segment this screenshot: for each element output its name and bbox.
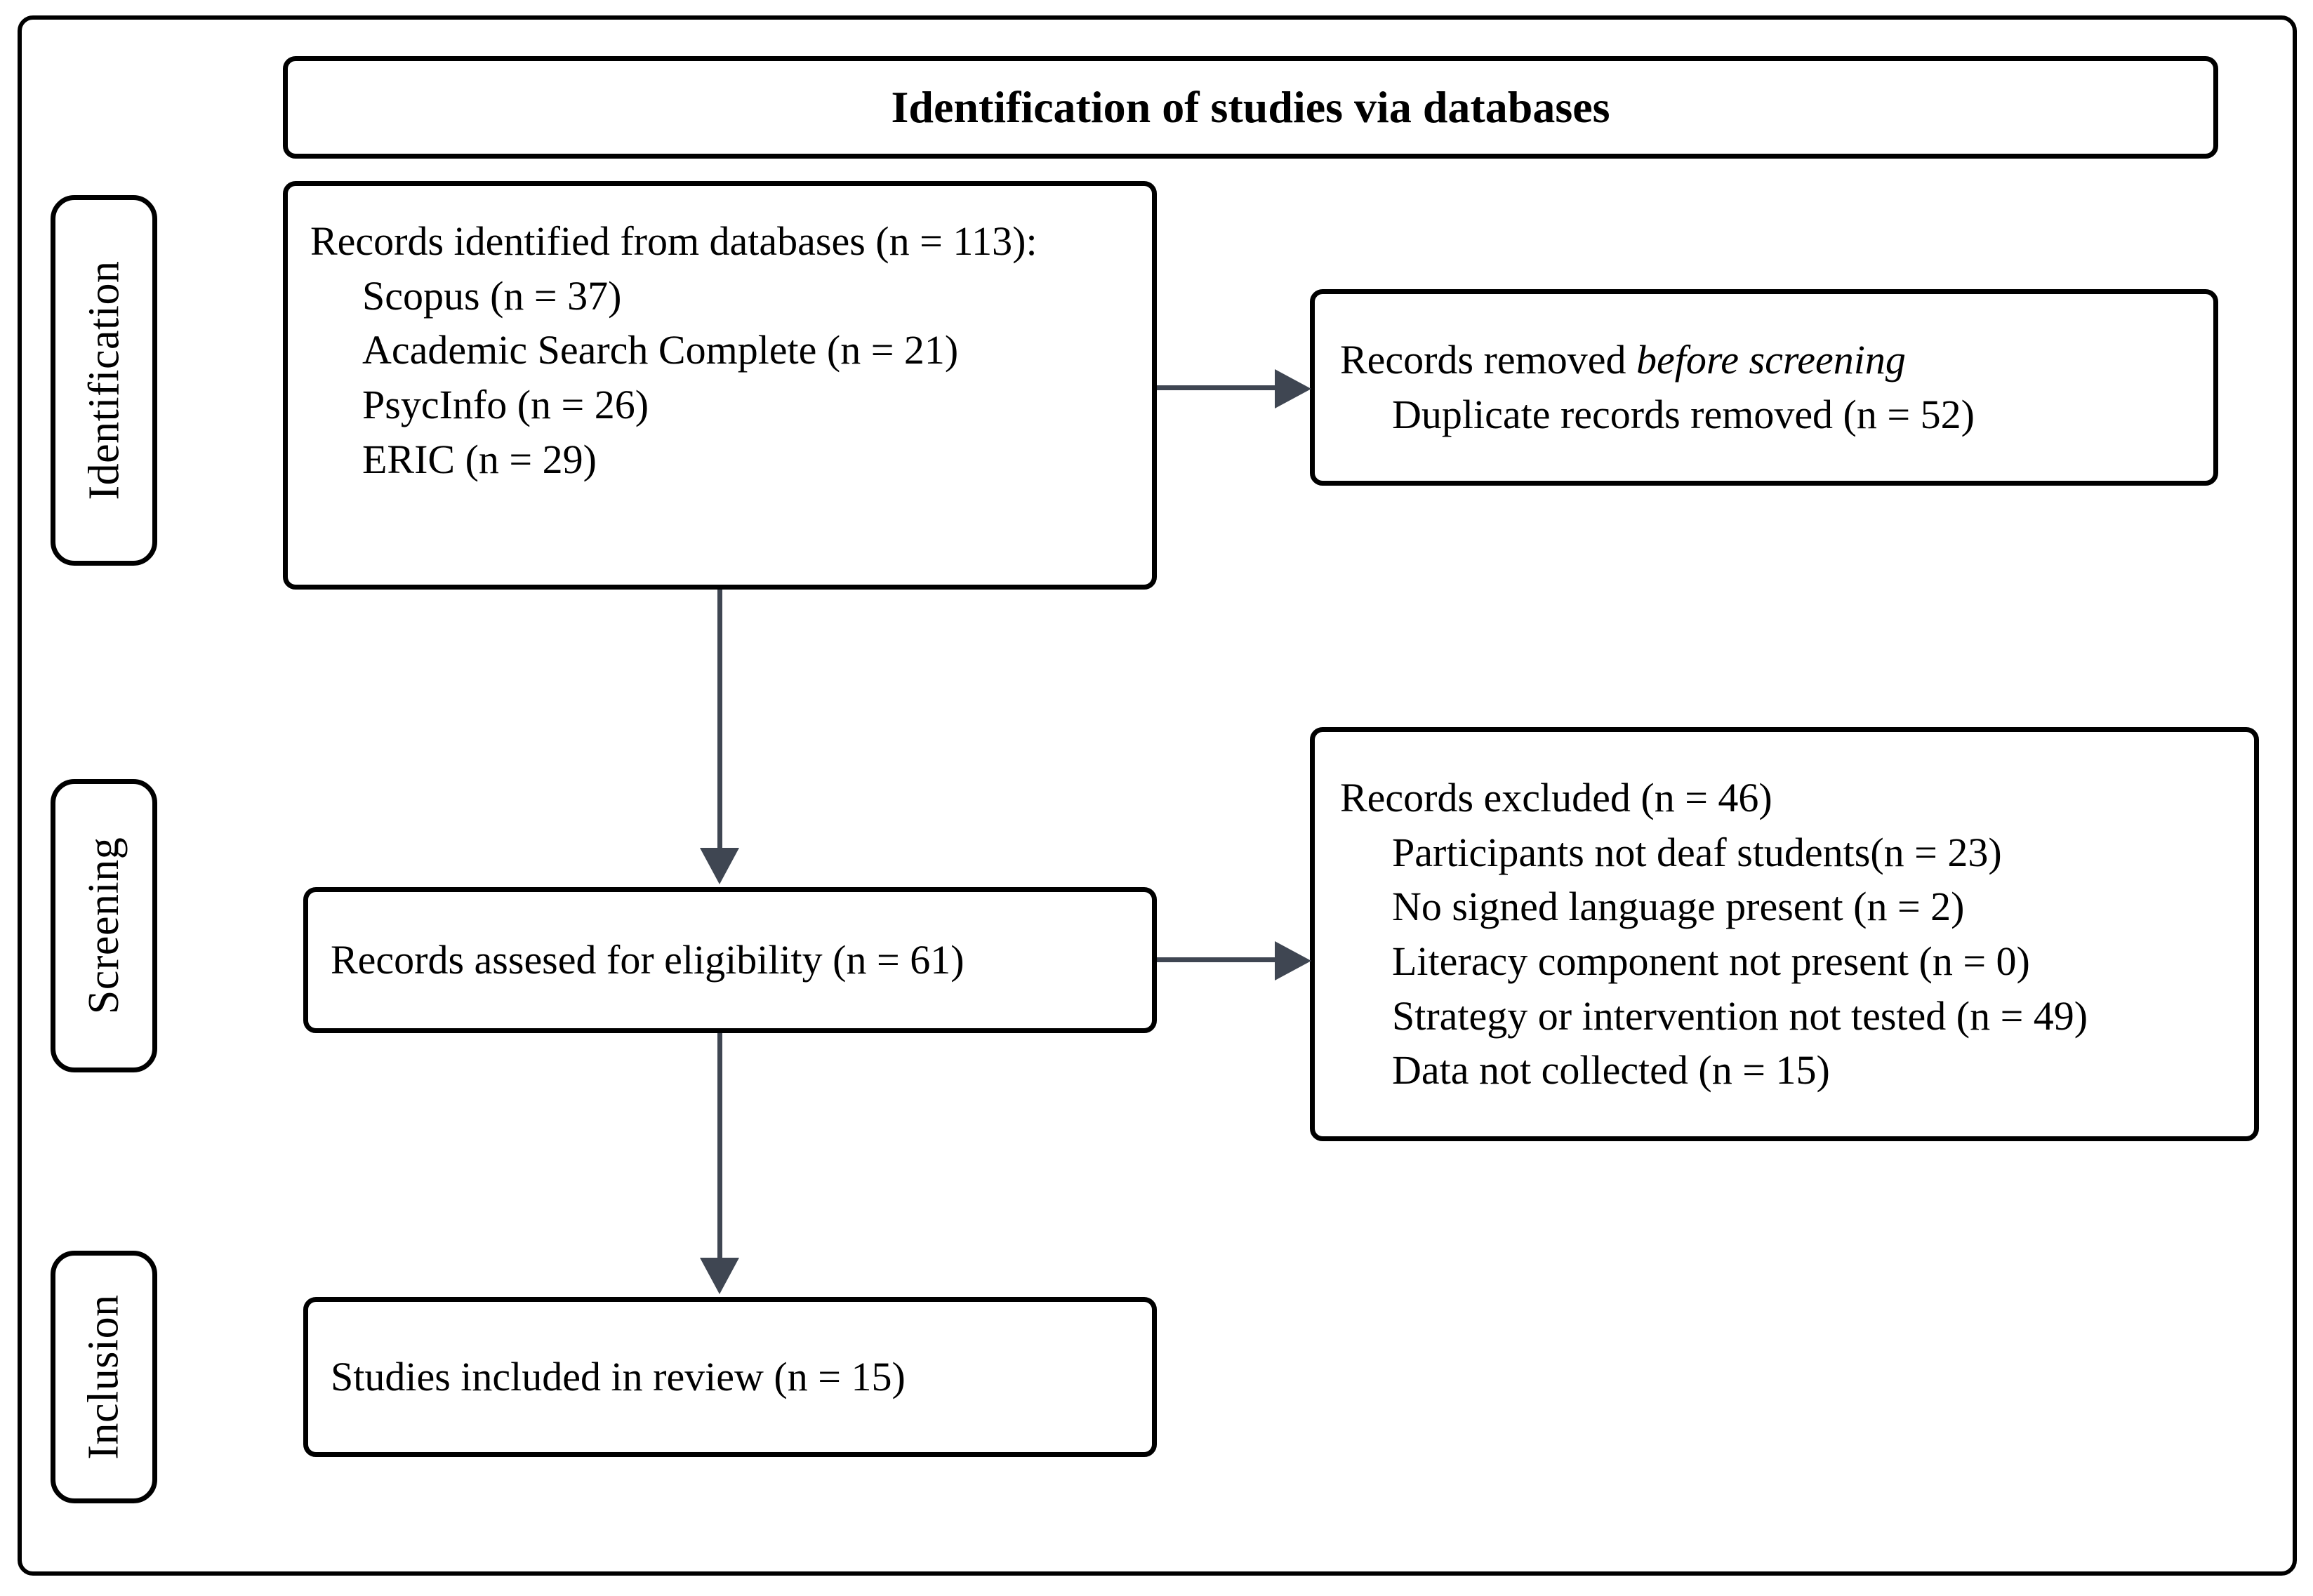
duplicate-records-removed: Duplicate records removed (n = 52) [1392, 392, 1975, 437]
source-eric: ERIC (n = 29) [362, 436, 597, 482]
arrow-eligibility-to-included-head-icon [700, 1258, 739, 1294]
arrow-eligibility-to-excluded-head-icon [1275, 941, 1311, 980]
phase-inclusion-text: Inclusion [80, 1294, 128, 1460]
records-removed-heading-prefix: Records removed [1340, 337, 1636, 383]
phase-label-screening: Screening [51, 779, 157, 1072]
phase-identification-text: Identification [80, 260, 128, 500]
source-academic-search-complete: Academic Search Complete (n = 21) [362, 327, 959, 373]
reason-no-signed-language-present: No signed language present (n = 2) [1392, 884, 1965, 930]
phase-label-inclusion: Inclusion [51, 1251, 157, 1503]
arrow-eligibility-to-included-line [717, 1033, 722, 1261]
records-removed-heading-emphasis: before screening [1636, 337, 1906, 383]
records-assessed-box: Records assesed for eligibility (n = 61) [303, 887, 1157, 1033]
phase-screening-text: Screening [80, 837, 128, 1015]
reason-literacy-component-not-present: Literacy component not present (n = 0) [1392, 938, 2030, 984]
records-identified-box: Records identified from databases (n = 1… [283, 181, 1157, 590]
arrow-identification-to-removed-head-icon [1275, 369, 1311, 408]
records-excluded-box: Records excluded (n = 46) Participants n… [1310, 727, 2259, 1141]
diagram-title-box: Identification of studies via databases [283, 56, 2218, 159]
records-assessed-text: Records assesed for eligibility (n = 61) [331, 937, 965, 983]
arrow-identification-to-removed-line [1157, 385, 1280, 390]
reason-participants-not-deaf-students: Participants not deaf students(n = 23) [1392, 829, 2002, 875]
source-psycinfo: PsycInfo (n = 26) [362, 382, 649, 428]
reason-data-not-collected: Data not collected (n = 15) [1392, 1047, 1830, 1093]
diagram-title-text: Identification of studies via databases [891, 82, 1610, 132]
studies-included-box: Studies included in review (n = 15) [303, 1297, 1157, 1457]
records-identified-heading: Records identified from databases (n = 1… [310, 218, 1038, 264]
records-removed-heading: Records removed before screening [1340, 333, 2213, 387]
reason-strategy-or-intervention-not-tested: Strategy or intervention not tested (n =… [1392, 992, 2088, 1039]
records-excluded-heading: Records excluded (n = 46) [1340, 774, 1772, 820]
records-removed-box: Records removed before screening Duplica… [1310, 289, 2218, 486]
arrow-identification-to-eligibility-head-icon [700, 848, 739, 884]
studies-included-text: Studies included in review (n = 15) [331, 1354, 906, 1400]
source-scopus: Scopus (n = 37) [362, 272, 622, 319]
arrow-eligibility-to-excluded-line [1157, 957, 1280, 962]
diagram-outer-frame [18, 15, 2297, 1576]
phase-label-identification: Identification [51, 195, 157, 566]
arrow-identification-to-eligibility-line [717, 590, 722, 851]
